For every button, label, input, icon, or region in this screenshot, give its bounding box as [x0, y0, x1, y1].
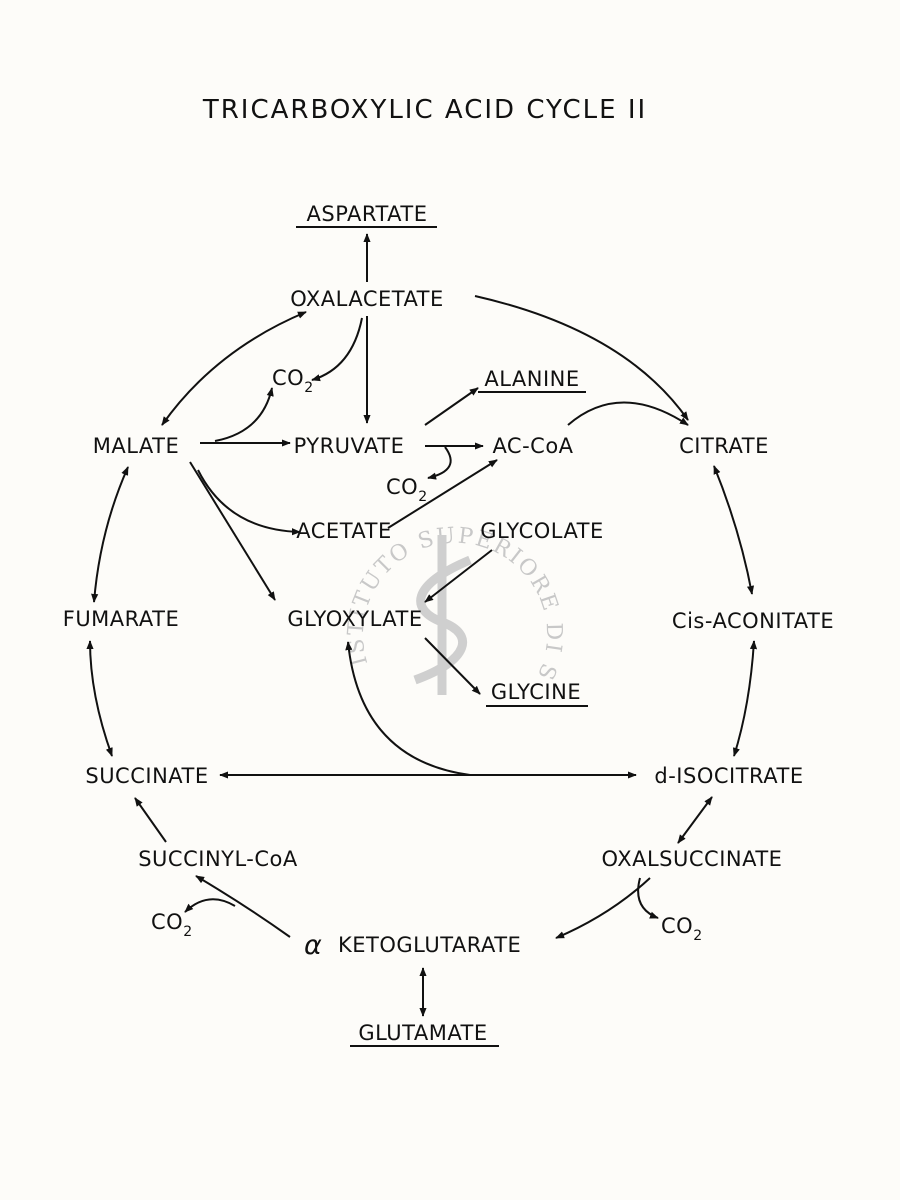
arrow-accoa-citrate: [567, 401, 689, 426]
arrow-ketoglutarate-succinylcoa: [195, 875, 291, 938]
arrow-malate-oxalacetate: [161, 311, 307, 426]
arrow-fumarate-malate: [91, 466, 129, 603]
arrow-pyruvate-alanine: [424, 387, 479, 426]
arrow-malate-acetate: [197, 469, 301, 536]
node-co2-right: CO2: [661, 914, 703, 944]
arrow-citrate-cisaconitate: [713, 465, 755, 595]
arrow-glycolate-glyoxylate: [424, 549, 493, 603]
arrow-oxalsuccinate-co2: [637, 877, 659, 919]
node-glutamate: GLUTAMATE: [358, 1021, 487, 1045]
arrow-isocitrate-glyoxylate: [345, 641, 471, 776]
arrow-succinate-fumarate: [86, 640, 113, 757]
node-glycine: GLYCINE: [491, 680, 581, 704]
node-citrate: CITRATE: [679, 434, 769, 458]
node-co2-mid: CO2: [386, 475, 428, 505]
node-co2-top: CO2: [272, 366, 314, 396]
arrow-acetate-accoa: [387, 459, 498, 529]
node-succinate: SUCCINATE: [85, 764, 208, 788]
node-pyruvate: PYRUVATE: [294, 434, 405, 458]
alpha-symbol: α: [304, 930, 322, 961]
node-co2-left: CO2: [151, 910, 193, 940]
node-acetate: ACETATE: [296, 519, 391, 543]
arrow-cisaconitate-isocitrate: [732, 640, 758, 757]
arrow-oxalacetate-co2: [311, 317, 363, 382]
node-fumarate: FUMARATE: [63, 607, 180, 631]
arrow-glyoxylate-glycine: [424, 637, 481, 695]
arrow-pyruvate-co2: [427, 446, 452, 480]
node-oxalsuccinate: OXALSUCCINATE: [602, 847, 783, 871]
node-ketoglutarate: KETOGLUTARATE: [338, 933, 521, 957]
arrow-succinylcoa-succinate: [134, 797, 167, 843]
node-glycolate: GLYCOLATE: [480, 519, 604, 543]
arrow-oxalacetate-citrate: [474, 295, 689, 421]
arrow-succinylcoa-co2: [184, 898, 236, 913]
caduceus-icon: [413, 535, 472, 695]
node-cis-aconitate: Cis-ACONITATE: [672, 609, 834, 633]
arrow-isocitrate-oxalsuccinate: [677, 796, 713, 844]
node-alanine: ALANINE: [484, 367, 579, 391]
node-ac-coa: AC-CoA: [492, 434, 573, 458]
node-aspartate: ASPARTATE: [307, 202, 428, 226]
node-malate: MALATE: [93, 434, 180, 458]
diagram-title: TRICARBOXYLIC ACID CYCLE II: [202, 95, 647, 125]
arrow-oxalsuccinate-ketoglutarate: [555, 877, 651, 939]
arrow-malate-glyoxylate: [189, 461, 276, 601]
arrows: [86, 233, 758, 1017]
node-succinyl-coa: SUCCINYL-CoA: [138, 847, 298, 871]
arrow-malate-co2: [214, 387, 274, 442]
node-isocitrate: d-ISOCITRATE: [654, 764, 803, 788]
node-oxalacetate: OXALACETATE: [290, 287, 444, 311]
node-glyoxylate: GLYOXYLATE: [287, 607, 422, 631]
